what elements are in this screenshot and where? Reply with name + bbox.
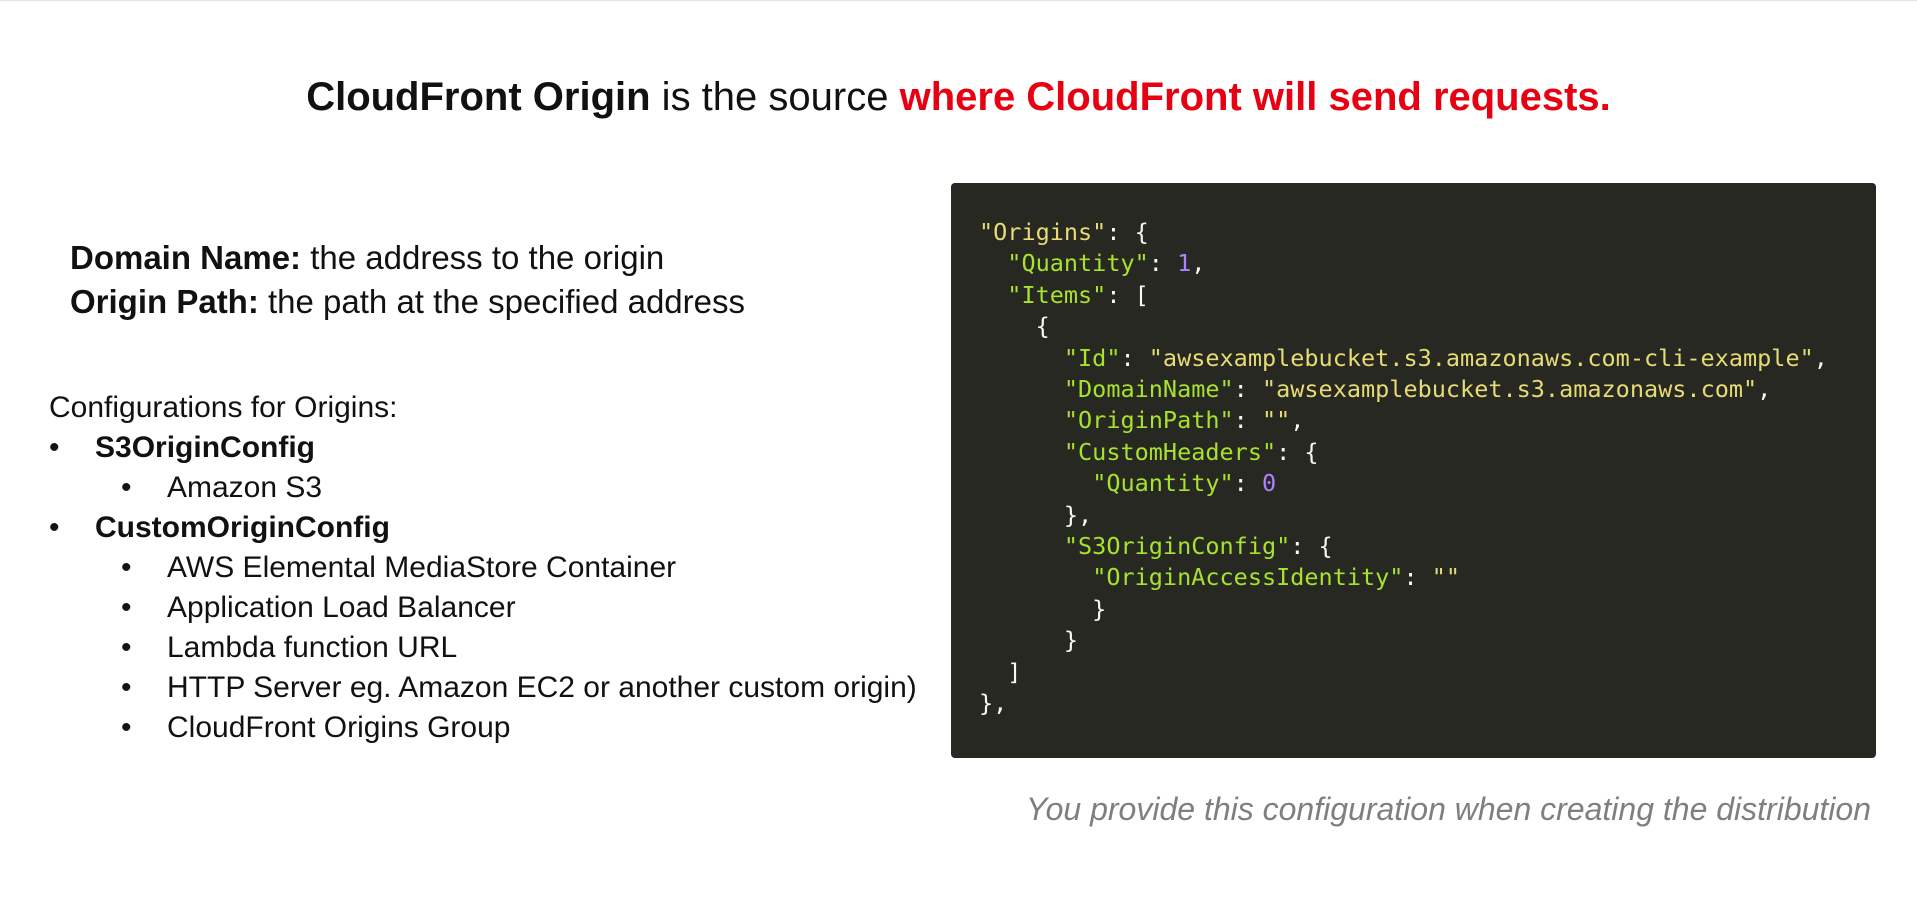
code-key: "OriginAccessIdentity" bbox=[1092, 563, 1404, 592]
definitions-block: Domain Name: the address to the origin O… bbox=[70, 236, 745, 324]
title-highlight: where CloudFront will send requests. bbox=[899, 75, 1611, 119]
definition-origin-path: Origin Path: the path at the specified a… bbox=[70, 280, 745, 324]
code-block: "Origins": { "Quantity": 1, "Items": [ {… bbox=[979, 218, 1828, 718]
configurations-list: S3OriginConfig Amazon S3 CustomOriginCon… bbox=[49, 428, 917, 748]
config-item: Application Load Balancer bbox=[49, 588, 917, 628]
definition-term: Origin Path: bbox=[70, 283, 259, 320]
title-connector: is the source bbox=[650, 75, 900, 119]
configurations-heading: Configurations for Origins: bbox=[49, 391, 398, 424]
code-key: "S3OriginConfig" bbox=[1063, 532, 1291, 561]
definition-domain-name: Domain Name: the address to the origin bbox=[70, 236, 745, 280]
title-term: CloudFront Origin bbox=[306, 75, 651, 119]
code-key: "Id" bbox=[1063, 343, 1121, 372]
code-panel: "Origins": { "Quantity": 1, "Items": [ {… bbox=[951, 183, 1876, 758]
definition-text: the address to the origin bbox=[301, 239, 665, 276]
config-item: HTTP Server eg. Amazon EC2 or another cu… bbox=[49, 668, 917, 708]
code-key: "Items" bbox=[1007, 280, 1107, 309]
code-key: "DomainName" bbox=[1063, 375, 1234, 404]
code-number: 1 bbox=[1177, 249, 1192, 278]
code-key: "Origins" bbox=[979, 218, 1107, 246]
config-item: CloudFront Origins Group bbox=[49, 708, 917, 748]
config-group-s3: S3OriginConfig bbox=[49, 428, 917, 468]
code-string: "" bbox=[1261, 406, 1291, 435]
caption: You provide this configuration when crea… bbox=[1026, 791, 1871, 827]
code-key: "Quantity" bbox=[1007, 249, 1149, 278]
config-item: Lambda function URL bbox=[49, 628, 917, 668]
code-key: "OriginPath" bbox=[1063, 406, 1234, 435]
code-number: 0 bbox=[1261, 469, 1277, 498]
top-divider bbox=[0, 0, 1917, 1]
definition-term: Domain Name: bbox=[70, 239, 302, 276]
code-key: "Quantity" bbox=[1092, 469, 1234, 498]
code-string: "awsexamplebucket.s3.amazonaws.com-cli-e… bbox=[1148, 343, 1814, 372]
configurations-block: Configurations for Origins: S3OriginConf… bbox=[49, 388, 917, 748]
config-group-custom: CustomOriginConfig bbox=[49, 508, 917, 548]
code-string: "" bbox=[1431, 563, 1461, 592]
code-key: "CustomHeaders" bbox=[1063, 437, 1277, 466]
config-item: AWS Elemental MediaStore Container bbox=[49, 548, 917, 588]
slide-title: CloudFront Origin is the source where Cl… bbox=[0, 72, 1917, 122]
config-item: Amazon S3 bbox=[49, 468, 917, 508]
code-string: "awsexamplebucket.s3.amazonaws.com" bbox=[1261, 375, 1758, 404]
definition-text: the path at the specified address bbox=[258, 283, 745, 320]
